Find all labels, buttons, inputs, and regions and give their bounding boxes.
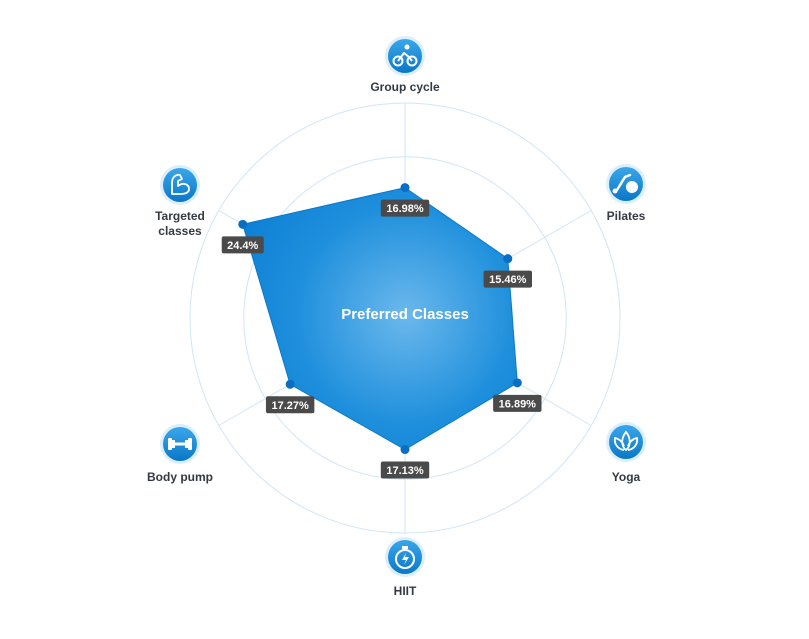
value-badge-bg: [483, 270, 533, 288]
data-point[interactable]: [285, 379, 295, 389]
value-badge: 16.98%: [380, 199, 430, 217]
value-badge: 16.89%: [493, 394, 542, 412]
value-badge-bg: [380, 199, 430, 217]
dumbbell-icon: [160, 424, 200, 464]
pilates-icon: [606, 164, 646, 204]
axis-label: Body pump: [147, 470, 213, 484]
axis-label: HIIT: [394, 584, 417, 598]
value-badge: 24.4%: [221, 236, 264, 254]
chart-title: Preferred Classes: [341, 306, 469, 323]
value-badge: 17.27%: [265, 396, 315, 414]
data-point[interactable]: [503, 254, 513, 264]
value-label: 16.98%: [386, 203, 424, 215]
flexed-arm-icon: [160, 165, 200, 205]
value-badge: 15.46%: [483, 270, 533, 288]
icon-badge: [388, 39, 422, 73]
icon-badge: [609, 425, 643, 459]
value-label: 17.27%: [272, 400, 310, 412]
lotus-icon: [606, 422, 646, 462]
icon-badge: [609, 167, 643, 201]
bicycle-icon: [385, 36, 425, 76]
axis-label: classes: [158, 224, 202, 238]
data-point[interactable]: [238, 219, 248, 229]
data-points: [238, 183, 522, 455]
value-label: 15.46%: [489, 274, 527, 286]
value-label: 24.4%: [227, 240, 258, 252]
data-point[interactable]: [512, 378, 522, 388]
axis-label: Targeted: [155, 209, 205, 223]
axis-label: Pilates: [607, 209, 646, 223]
data-point[interactable]: [400, 445, 410, 455]
value-label: 16.89%: [499, 398, 537, 410]
value-badge-bg: [221, 236, 264, 254]
value-badge-bg: [380, 461, 430, 479]
value-badge-bg: [493, 394, 542, 412]
axis-label: Group cycle: [370, 80, 440, 94]
value-badge-bg: [265, 396, 315, 414]
data-point[interactable]: [400, 183, 410, 193]
value-badge: 17.13%: [380, 461, 430, 479]
axis-label: Yoga: [612, 470, 641, 484]
value-badges: 16.98% 15.46% 16.89% 17.13% 17.27% 24.4%: [221, 199, 542, 479]
value-label: 17.13%: [386, 465, 424, 477]
stopwatch-icon: [385, 537, 425, 577]
